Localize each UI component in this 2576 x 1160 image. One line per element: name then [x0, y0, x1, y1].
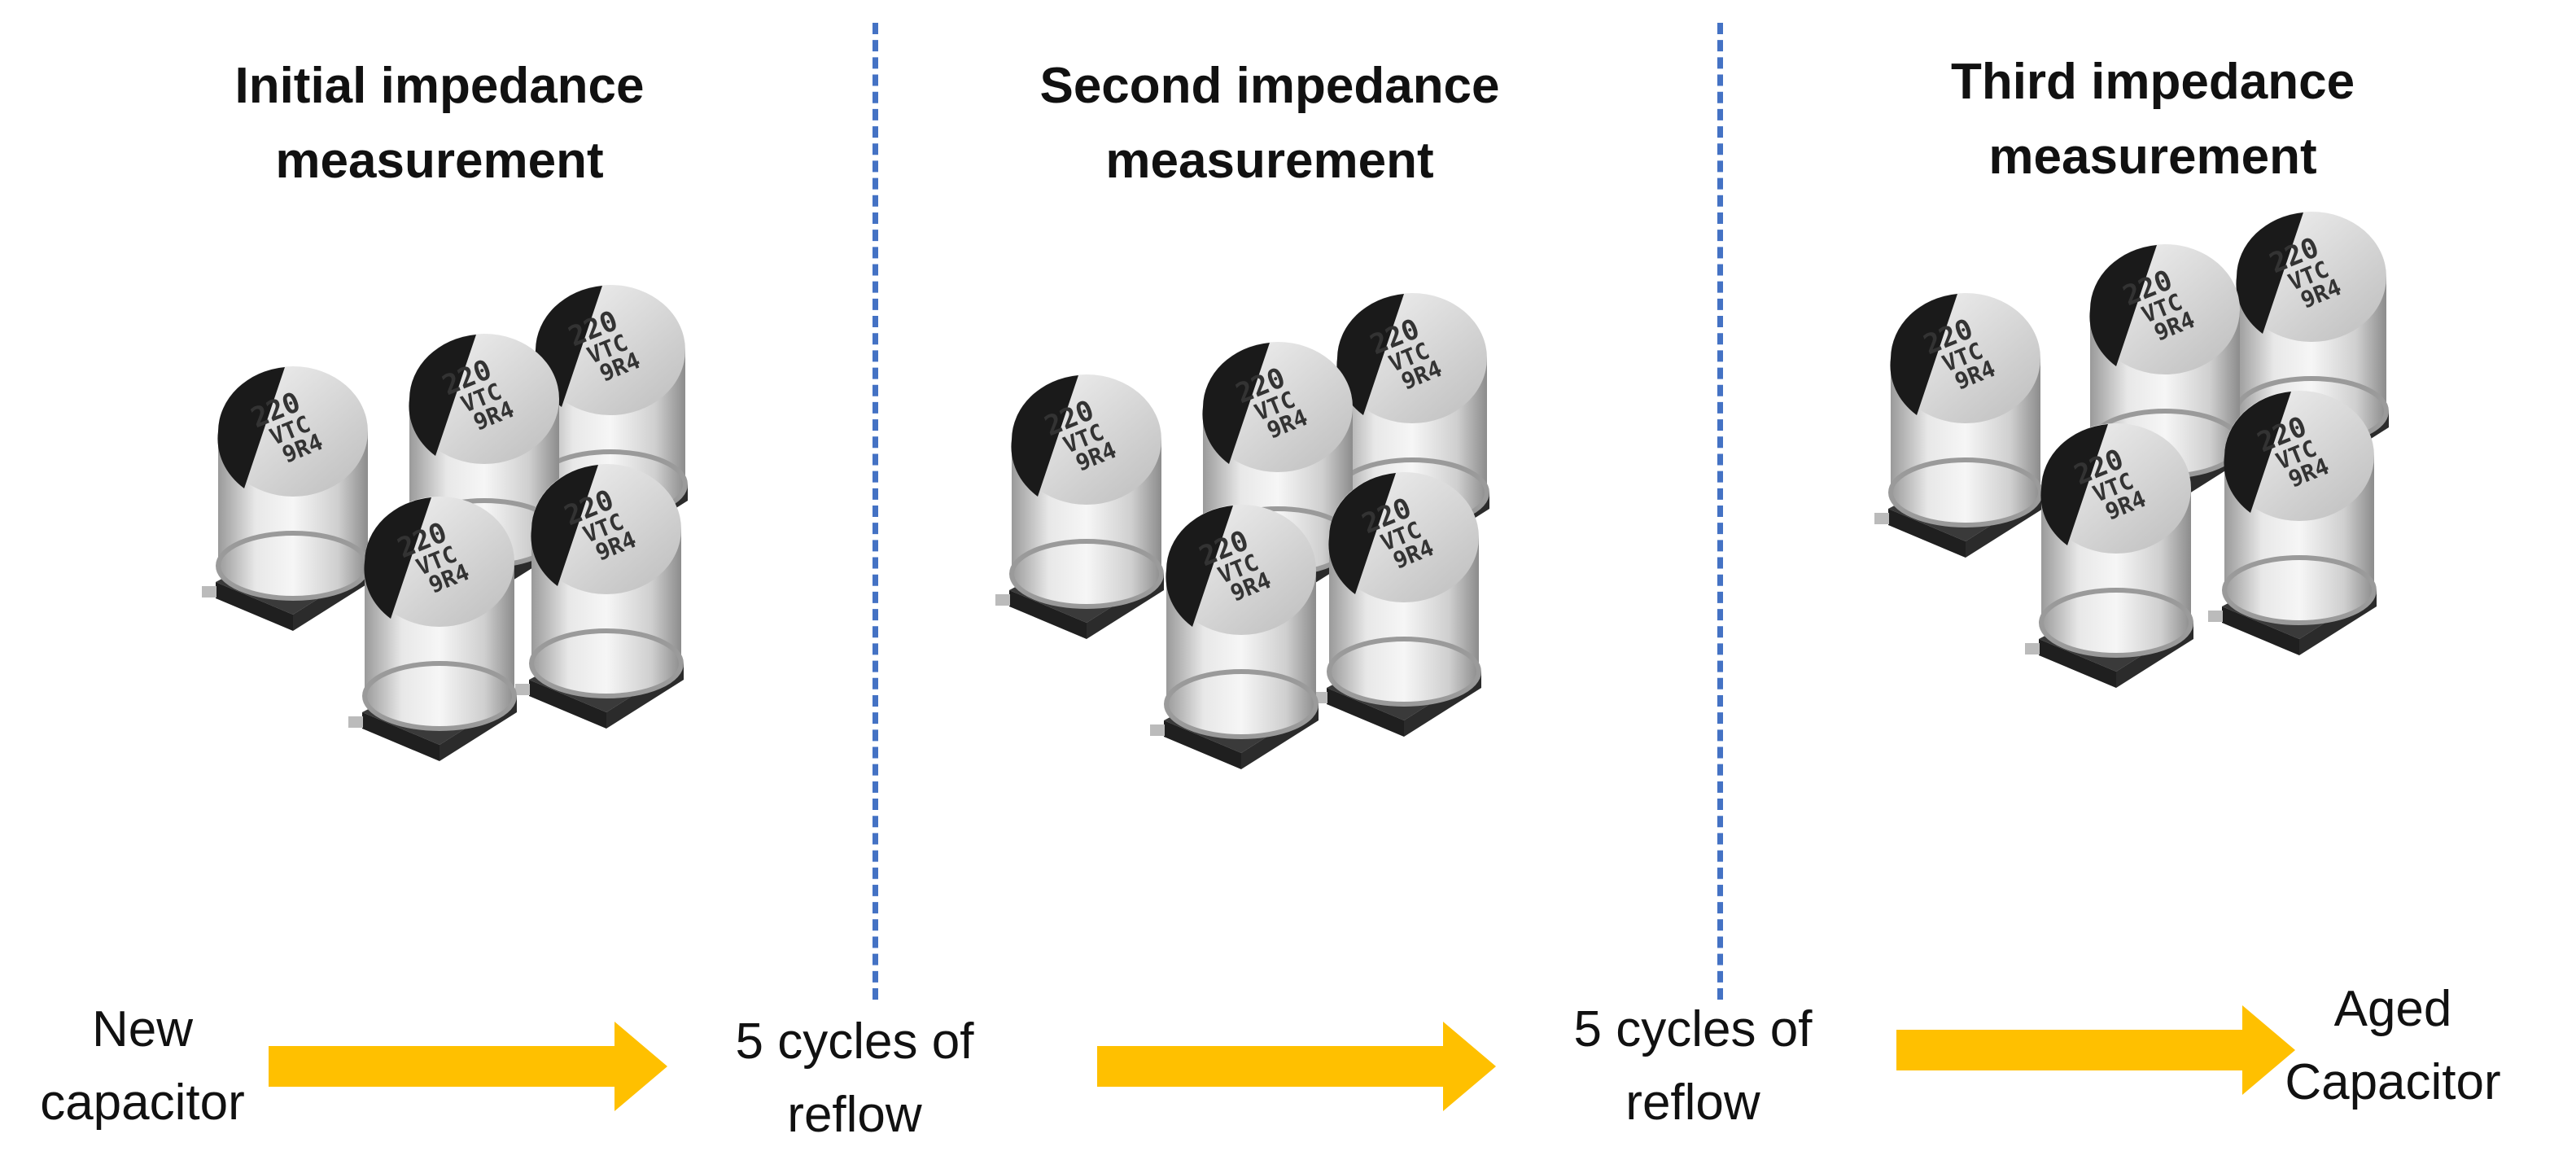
capacitor-group-initial [163, 269, 830, 773]
flow-arrow-1 [269, 1022, 667, 1111]
capacitor-group-third [1839, 204, 2507, 708]
divider-1 [873, 23, 878, 1000]
capacitor-group-second [960, 293, 1628, 798]
flow-arrow-3 [1896, 1005, 2295, 1095]
flow-arrow-2 [1097, 1022, 1496, 1111]
divider-2 [1717, 23, 1723, 1000]
